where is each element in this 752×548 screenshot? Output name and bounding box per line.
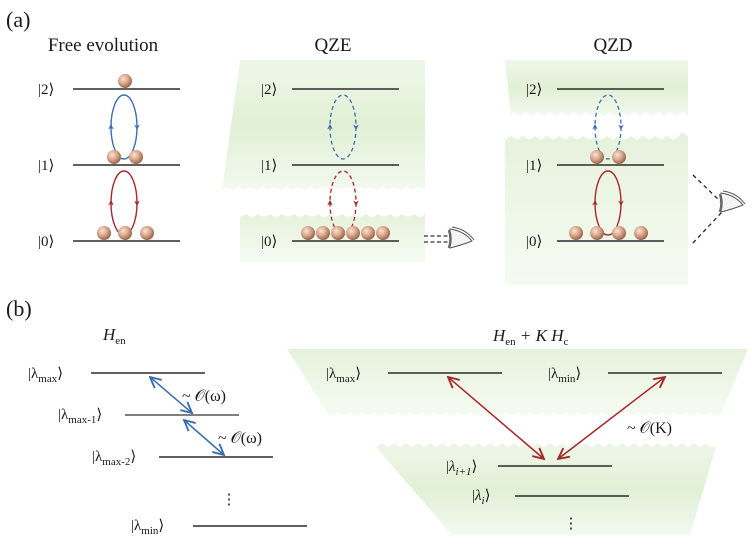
atom bbox=[129, 150, 143, 164]
eye-icon bbox=[447, 226, 475, 249]
level-label-lambda-max-2: |λmax-2⟩ bbox=[92, 449, 136, 468]
coupling-label-k: ~ 𝒪(K) bbox=[627, 420, 672, 437]
atom bbox=[346, 226, 360, 240]
atom bbox=[316, 226, 330, 240]
level-label-0: |0⟩ bbox=[526, 234, 542, 250]
coupling-arrow bbox=[558, 377, 665, 459]
atom bbox=[361, 226, 375, 240]
green-background-lower bbox=[505, 132, 688, 285]
coupling-label-omega: ~ 𝒪(ω) bbox=[182, 388, 226, 405]
level-label-2: |2⟩ bbox=[526, 82, 542, 98]
coupling-arrow bbox=[448, 377, 544, 459]
level-label-1: |1⟩ bbox=[261, 158, 277, 174]
free-evolution-column: Free evolution |2⟩ |1⟩ |0⟩ bbox=[38, 35, 180, 250]
measurement-line bbox=[692, 211, 723, 244]
atom bbox=[376, 226, 390, 240]
atom bbox=[331, 226, 345, 240]
qzd-column: QZD |2⟩ |1⟩ |0⟩ bbox=[505, 35, 746, 285]
atom bbox=[590, 226, 604, 240]
level-label-1: |1⟩ bbox=[38, 158, 54, 174]
green-background-lower bbox=[376, 443, 716, 535]
atom bbox=[590, 150, 604, 164]
atom bbox=[612, 226, 626, 240]
panel-b-label: (b) bbox=[6, 296, 32, 321]
transition-loop-1-0 bbox=[110, 170, 138, 236]
coupling-arrow bbox=[184, 420, 224, 455]
atom bbox=[140, 226, 154, 240]
coupling-arrow bbox=[150, 377, 192, 413]
atom bbox=[107, 150, 121, 164]
qze-column: QZE |2⟩ |1⟩ |0⟩ bbox=[222, 35, 475, 262]
level-label-lambda-max: |λmax⟩ bbox=[28, 366, 63, 385]
transition-loop-2-1 bbox=[110, 94, 138, 160]
measurement-line bbox=[692, 174, 723, 204]
hen-title: Hen bbox=[102, 325, 126, 347]
measurement-observer bbox=[692, 174, 746, 244]
level-label-2: |2⟩ bbox=[261, 82, 277, 98]
hen-khc-title: Hen + K Hc bbox=[492, 326, 569, 348]
green-background-upper bbox=[287, 349, 748, 416]
hen-khc-spectrum: Hen + K Hc |λmax⟩ |λmin⟩ |λi+1⟩ |λi⟩ ⋮ ~… bbox=[287, 326, 748, 535]
green-background-lower bbox=[240, 214, 425, 262]
hen-spectrum: Hen |λmax⟩ |λmax-1⟩ |λmax-2⟩ ⋮ |λmin⟩ ~ … bbox=[28, 325, 307, 537]
atom bbox=[569, 226, 583, 240]
level-label-lambda-i: |λi⟩ bbox=[472, 488, 490, 507]
green-background-upper bbox=[505, 60, 688, 116]
level-label-0: |0⟩ bbox=[261, 234, 277, 250]
column-title-qze: QZE bbox=[315, 35, 352, 56]
atom bbox=[118, 74, 132, 88]
ellipsis: ⋮ bbox=[564, 516, 579, 532]
atom bbox=[118, 226, 132, 240]
column-title-free-evolution: Free evolution bbox=[48, 35, 159, 56]
atom bbox=[97, 226, 111, 240]
level-label-0: |0⟩ bbox=[38, 234, 54, 250]
ellipsis: ⋮ bbox=[222, 492, 237, 508]
atom bbox=[301, 226, 315, 240]
green-background-upper bbox=[222, 60, 425, 190]
column-title-qzd: QZD bbox=[593, 35, 632, 56]
level-label-lambda-max-1: |λmax-1⟩ bbox=[58, 407, 102, 426]
level-label-lambda-min: |λmin⟩ bbox=[131, 518, 164, 537]
atom bbox=[634, 226, 648, 240]
panel-a-label: (a) bbox=[6, 7, 30, 32]
level-label-1: |1⟩ bbox=[526, 158, 542, 174]
measurement-observer bbox=[424, 226, 475, 249]
level-label-2: |2⟩ bbox=[38, 82, 54, 98]
eye-icon bbox=[718, 190, 746, 213]
atom bbox=[612, 150, 626, 164]
coupling-label-omega: ~ 𝒪(ω) bbox=[218, 430, 262, 447]
